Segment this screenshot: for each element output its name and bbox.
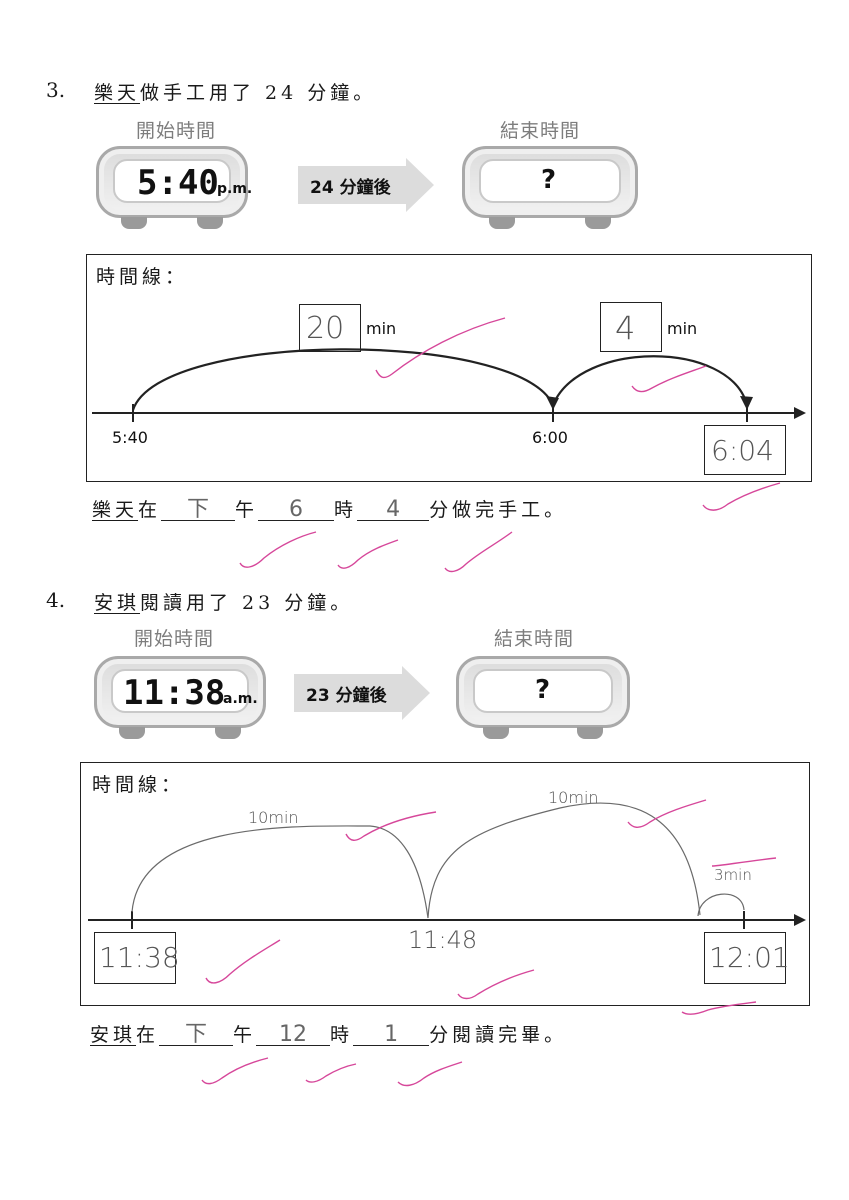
tick-label-end-q3: 6:04 <box>711 434 774 467</box>
tick-label-mid-q3: 6:00 <box>532 428 568 447</box>
answer-name-q3: 樂天 <box>92 499 139 521</box>
tick-end-answer-box-q3[interactable]: 6:04 <box>704 425 786 475</box>
answer-name-q4: 安琪 <box>90 1024 137 1046</box>
start-time-label: 開始時間 <box>136 120 217 142</box>
tick-start-answer-box-q4[interactable]: 11:38 <box>94 932 180 984</box>
answer-text-q3: 分做完手工。 <box>429 499 568 521</box>
end-time-label: 結束時間 <box>500 120 581 142</box>
answer-text-q4: 午 <box>233 1024 257 1046</box>
start-clock-time: 5:40 <box>137 163 219 203</box>
tick-label-mid-q4: 11:48 <box>408 926 478 954</box>
answer-text-q4: 分閱讀完畢。 <box>429 1024 568 1046</box>
start-clock-ampm: a.m. <box>223 691 258 707</box>
answer-blank-1-q3[interactable]: 下 <box>161 499 236 521</box>
start-clock: 11:38 a.m. <box>94 656 266 739</box>
duration-arrow-text: 24 分鐘後 <box>310 178 391 198</box>
question-4-rest: 閱讀用了 23 分鐘。 <box>140 592 354 614</box>
jump-1-answer-box-q3[interactable]: 20 <box>299 304 361 352</box>
answer-blank-3-q4[interactable]: 1 <box>353 1024 430 1046</box>
timeline-title-q3: 時間線： <box>96 266 189 288</box>
answer-text-q4: 時 <box>330 1024 354 1046</box>
jump-1-unit-q3: min <box>366 319 397 338</box>
check-mark-icon <box>337 539 399 569</box>
question-4-text: 安琪閱讀用了 23 分鐘。 <box>94 588 353 615</box>
check-mark-icon <box>444 531 513 573</box>
jump-2-value-q3: 4 <box>615 309 636 347</box>
jump-1-value-q3: 20 <box>306 311 345 346</box>
answer-text-q3: 在 <box>138 499 162 521</box>
answer-blank-1-q4[interactable]: 下 <box>159 1024 234 1046</box>
question-4-number: 4. <box>46 588 66 612</box>
start-time-label: 開始時間 <box>134 628 215 650</box>
jump-2-answer-box-q3[interactable]: 4 <box>600 302 662 352</box>
check-mark-icon <box>627 799 707 828</box>
jump-arc-2-q3 <box>551 355 749 406</box>
jump-arrowhead-2-q3 <box>740 396 753 410</box>
duration-arrow <box>298 158 434 212</box>
check-mark-icon <box>239 531 317 568</box>
timeline-title-q4: 時間線： <box>92 774 185 796</box>
check-mark-icon <box>631 365 707 393</box>
answer-text-q3: 時 <box>334 499 358 521</box>
check-mark-icon <box>702 482 781 511</box>
timeline-box-q4 <box>80 762 810 1006</box>
check-mark-icon <box>201 1057 269 1085</box>
answer-blank-2-q3[interactable]: 6 <box>258 499 335 521</box>
timeline-box-q3 <box>86 254 812 482</box>
check-mark-icon <box>345 811 437 841</box>
end-clock-question-mark: ? <box>535 675 551 705</box>
jump-1-label-q4: 10min <box>248 808 299 827</box>
jump-2-unit-q3: min <box>667 319 698 338</box>
start-clock-ampm: p.m. <box>217 181 253 197</box>
jump-arc-1-q4 <box>131 825 429 919</box>
jump-arc-1-q3 <box>131 348 555 411</box>
check-mark-icon <box>711 857 777 867</box>
answer-blank-2-q4[interactable]: 12 <box>256 1024 331 1046</box>
question-3-rest: 做手工用了 24 分鐘。 <box>140 82 377 104</box>
timeline-axis-arrowhead-q3 <box>794 407 806 419</box>
jump-2-label-q4: 10min <box>548 788 599 807</box>
check-mark-icon <box>375 317 506 379</box>
answer-blank-3-q3[interactable]: 4 <box>357 499 430 521</box>
question-3-number: 3. <box>46 78 66 102</box>
answer-text-q3: 午 <box>235 499 259 521</box>
answer-text-q4: 在 <box>136 1024 160 1046</box>
timeline-axis-arrowhead-q4 <box>794 914 806 926</box>
check-mark-icon <box>205 939 281 984</box>
tick-label-end-q4: 12:01 <box>709 941 790 974</box>
start-clock-time: 11:38 <box>123 673 226 713</box>
check-mark-icon <box>305 1063 357 1083</box>
tick-label-start-q4: 11:38 <box>99 941 180 974</box>
question-4-name: 安琪 <box>94 592 141 614</box>
start-clock: 5:40 p.m. <box>96 146 252 229</box>
check-mark-icon <box>681 1001 757 1015</box>
end-clock-question-mark: ? <box>541 165 557 195</box>
end-time-label: 結束時間 <box>494 628 575 650</box>
duration-arrow <box>294 666 430 720</box>
question-3-text: 樂天做手工用了 24 分鐘。 <box>94 78 376 105</box>
check-mark-icon <box>457 969 535 1000</box>
jump-arc-2-q4 <box>427 802 701 919</box>
tick-end-answer-box-q4[interactable]: 12:01 <box>704 932 790 984</box>
end-clock: ? <box>456 656 630 739</box>
jump-arc-3-q4 <box>697 893 745 917</box>
question-3-name: 樂天 <box>94 82 141 104</box>
jump-3-label-q4: 3min <box>714 866 752 884</box>
duration-arrow-text: 23 分鐘後 <box>306 686 387 706</box>
end-clock: ? <box>462 146 638 229</box>
check-mark-icon <box>397 1061 463 1087</box>
tick-label-start-q3: 5:40 <box>112 428 148 447</box>
